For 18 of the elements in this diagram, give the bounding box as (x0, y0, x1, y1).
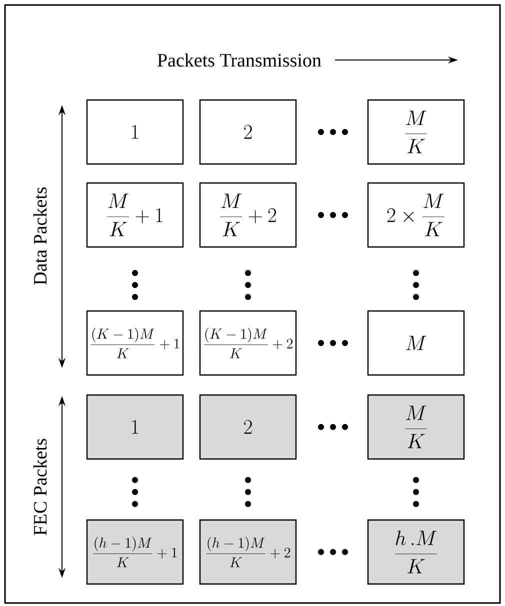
packet-box: $\frac{(K-1)M}{K}+2$ (199, 310, 297, 376)
packet-box: $2$ (199, 99, 297, 165)
packet-box: $1$ (86, 99, 184, 165)
packet-box: $\frac{M}{K}+2$ (199, 182, 297, 248)
packet-box: $\frac{(h-1)M}{K}+1$ (86, 519, 184, 585)
packet-box: $\frac{(K-1)M}{K}+1$ (86, 310, 184, 376)
packet-box: $\frac{M}{K}+1$ (86, 182, 184, 248)
packet-box: $2\times\frac{M}{K}$ (367, 182, 465, 248)
axis-label: FEC Packets (33, 438, 47, 536)
packet-box: $\frac{M}{K}$ (367, 394, 465, 460)
packet-box: $M$ (367, 310, 465, 376)
axis-label: Packets Transmission (158, 53, 322, 67)
packet-box: $1$ (86, 394, 184, 460)
packet-box: $2$ (199, 394, 297, 460)
packet-box: $\frac{h\,.M}{K}$ (367, 519, 465, 585)
packet-box: $\frac{(h-1)M}{K}+2$ (199, 519, 297, 585)
packet-box: $\frac{M}{K}$ (367, 99, 465, 165)
axis-label: Data Packets (33, 187, 47, 285)
